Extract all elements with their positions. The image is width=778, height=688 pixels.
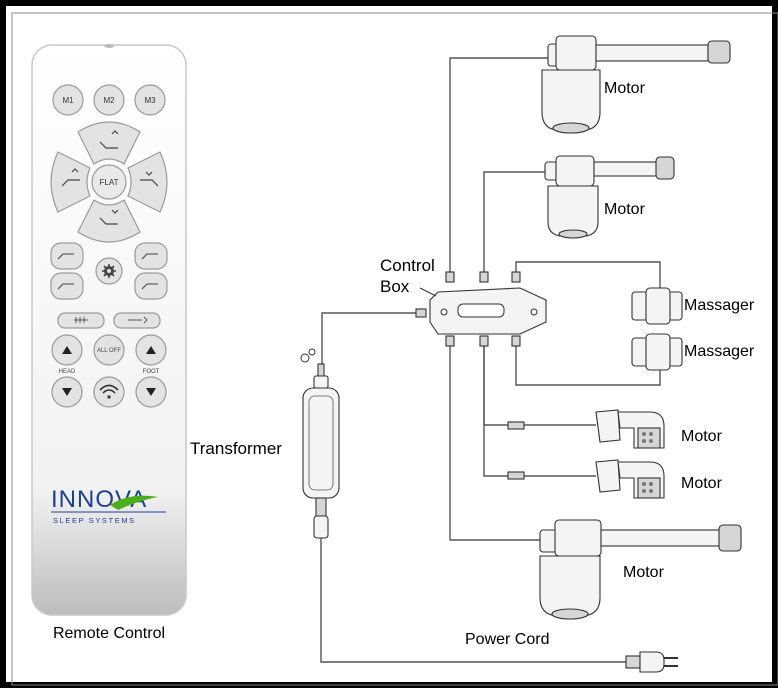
foot-tilt-icon	[140, 171, 159, 187]
arrow-up-icon	[62, 346, 72, 354]
brand-logo: INNOVA SLEEP SYSTEMS	[51, 486, 166, 525]
wire-massager-bottom	[515, 342, 661, 386]
motor-top	[541, 35, 731, 134]
wire-transformer-to-box	[321, 312, 420, 380]
dpad-down-button[interactable]	[77, 199, 141, 243]
memory-button-m2[interactable]: M2	[93, 84, 125, 116]
motor-bottom-label: Motor	[623, 564, 665, 581]
head-tilt-down-button[interactable]	[50, 272, 84, 300]
remote-control: M1 M2 M3 FLAT	[31, 44, 187, 616]
wire-top-motor	[449, 57, 548, 275]
remote-led	[104, 44, 114, 48]
control-box-label-2: Box	[380, 277, 410, 296]
dpad-up-button[interactable]	[77, 121, 141, 165]
arrow-down-icon	[62, 388, 72, 396]
remote-control-label: Remote Control	[53, 625, 165, 642]
all-off-label: ALL OFF	[97, 348, 121, 354]
motor-small-1	[507, 409, 665, 449]
foot-label: FOOT	[143, 369, 160, 375]
motor-small-2	[507, 459, 665, 499]
wire-second-motor	[483, 171, 545, 275]
bed-down-icon	[99, 209, 119, 225]
transformer-body	[302, 387, 340, 499]
power-cord-label: Power Cord	[465, 631, 549, 648]
head-label: HEAD	[59, 369, 76, 375]
control-box-window	[457, 303, 505, 318]
brand-swoosh	[110, 495, 158, 510]
inner-border	[11, 12, 778, 686]
dpad: FLAT	[50, 121, 168, 243]
foot-adjust-pair	[134, 242, 168, 300]
transformer-label: Transformer	[190, 439, 282, 458]
wiring	[320, 57, 661, 663]
dpad-right-button[interactable]	[127, 151, 168, 213]
memory-button-m1[interactable]: M1	[52, 84, 84, 116]
m3-label: M3	[144, 96, 156, 105]
motor-bottom	[539, 519, 742, 620]
memory-button-m3[interactable]: M3	[134, 84, 166, 116]
massager-bottom	[631, 333, 683, 371]
m1-label: M1	[62, 96, 74, 105]
motor-small-2-label: Motor	[681, 475, 723, 492]
dpad-left-button[interactable]	[50, 151, 91, 213]
massage-foot-button[interactable]	[113, 312, 161, 329]
all-off-button[interactable]: ALL OFF	[93, 334, 125, 366]
motor-top-label: Motor	[604, 80, 646, 97]
power-plug	[625, 651, 678, 673]
wireless-icon	[99, 384, 119, 394]
settings-button[interactable]	[95, 257, 123, 285]
head-tilt-icon	[61, 168, 80, 187]
foot-tilt-up-button[interactable]	[134, 242, 168, 270]
arrow-up-icon	[146, 346, 156, 354]
control-box-connectors	[415, 271, 521, 347]
massager-top	[631, 287, 683, 325]
wire-small-motor-2	[483, 342, 596, 477]
motor-second-label: Motor	[604, 201, 646, 218]
brand-tagline: SLEEP SYSTEMS	[53, 516, 136, 525]
flat-button[interactable]: FLAT	[91, 164, 127, 200]
wire-power-cord	[320, 500, 626, 663]
massage-wave-icon-2	[128, 316, 148, 324]
wireless-button[interactable]	[93, 376, 125, 408]
head-down-button[interactable]	[51, 376, 83, 408]
massage-head-button[interactable]	[57, 312, 105, 329]
motor-second	[544, 155, 675, 239]
foot-up-button[interactable]	[135, 334, 167, 366]
massager-bottom-label: Massager	[684, 343, 755, 360]
gear-icon	[102, 264, 116, 278]
arrow-down-icon	[146, 388, 156, 396]
bed-up-icon	[99, 130, 119, 149]
head-up-button[interactable]	[51, 334, 83, 366]
massager-top-label: Massager	[684, 297, 755, 314]
control-box	[419, 287, 547, 335]
flat-label: FLAT	[100, 178, 119, 187]
wire-massager-top	[515, 261, 661, 292]
wire-bottom-motor	[449, 342, 540, 541]
motor-small-1-label: Motor	[681, 428, 723, 445]
transformer	[300, 348, 340, 539]
foot-down-button[interactable]	[135, 376, 167, 408]
foot-tilt-down-button[interactable]	[134, 272, 168, 300]
massage-wave-icon	[74, 317, 88, 323]
control-box-label-1: Control	[380, 256, 435, 275]
m2-label: M2	[103, 96, 115, 105]
head-tilt-up-button[interactable]	[50, 242, 84, 270]
head-adjust-pair	[50, 242, 84, 300]
